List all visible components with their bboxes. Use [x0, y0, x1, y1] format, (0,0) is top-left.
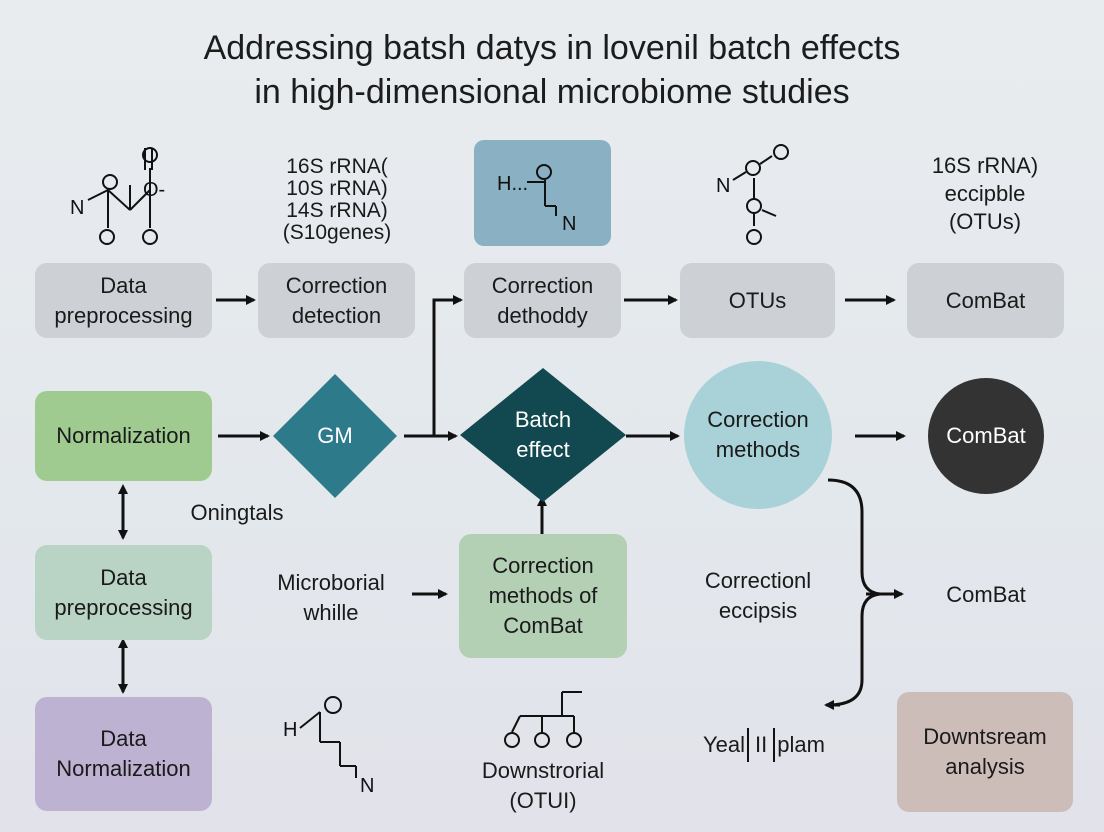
batch-effect-decision-node: Batch effect: [460, 368, 626, 502]
molecule-label: N: [716, 175, 730, 197]
microborial-label: Microborial whille: [277, 570, 385, 625]
molecule-label: N: [562, 213, 576, 235]
batch-effect-label: Batch effect: [514, 407, 572, 462]
combat-circle: ComBat: [928, 378, 1044, 494]
gm-label: GM: [317, 423, 353, 448]
molecule-label: O-: [143, 179, 165, 201]
plam-text: plam: [777, 732, 825, 757]
title-line-1: Addressing batsh datys in lovenil batch …: [203, 29, 901, 67]
gm-decision-node: GM: [273, 374, 397, 498]
downstream-analysis-node: Downtsream analysis: [897, 692, 1073, 812]
yeal-bracket: II: [747, 728, 776, 762]
molecule-label: N: [70, 197, 84, 219]
molecule-structure-icon: [299, 696, 357, 778]
rrna-gene-list: 16S rRNA( 10S rRNA) 14S rRNA) (S10genes): [282, 155, 392, 244]
data-normalization-node: Data Normalization: [35, 697, 212, 811]
data-preprocessing-node-2: Data preprocessing: [35, 545, 212, 640]
page-title: Addressing batsh datys in lovenil batch …: [0, 26, 1104, 114]
molecule-structure-icon: [732, 144, 789, 245]
yeal-plam-label: Yeal II plam: [684, 728, 844, 762]
data-preprocessing-node: Data preprocessing: [35, 263, 212, 338]
combat-node: ComBat: [907, 263, 1064, 338]
rrna-otus-label: 16S rRNA) eccipble (OTUs): [931, 153, 1039, 234]
oningtals-label: Oningtals: [190, 500, 284, 525]
downstrorial-label: Downstrorial (OTUI): [481, 758, 605, 813]
correction-dethoddy-node: Correction dethoddy: [464, 263, 621, 338]
yeal-text: Yeal: [703, 732, 746, 757]
combat-label: ComBat: [946, 582, 1026, 607]
molecule-structure-icon: [87, 147, 158, 245]
molecule-structure-icon: [527, 164, 557, 216]
correction-methods-circle: Correction methods: [684, 361, 832, 509]
normalization-node: Normalization: [35, 391, 212, 481]
correction-detection-node: Correction detection: [258, 263, 415, 338]
tree-structure-icon: [504, 691, 582, 748]
otus-node: OTUs: [680, 263, 835, 338]
correction-methods-combat-node: Correction methods of ComBat: [459, 534, 627, 658]
molecule-label: H...: [497, 173, 528, 195]
correction-eccipsis-label: Correctionl eccipsis: [704, 568, 812, 623]
title-line-2: in high-dimensional microbiome studies: [254, 73, 850, 111]
molecule-label: H: [283, 719, 297, 741]
molecule-label: N: [360, 775, 374, 797]
